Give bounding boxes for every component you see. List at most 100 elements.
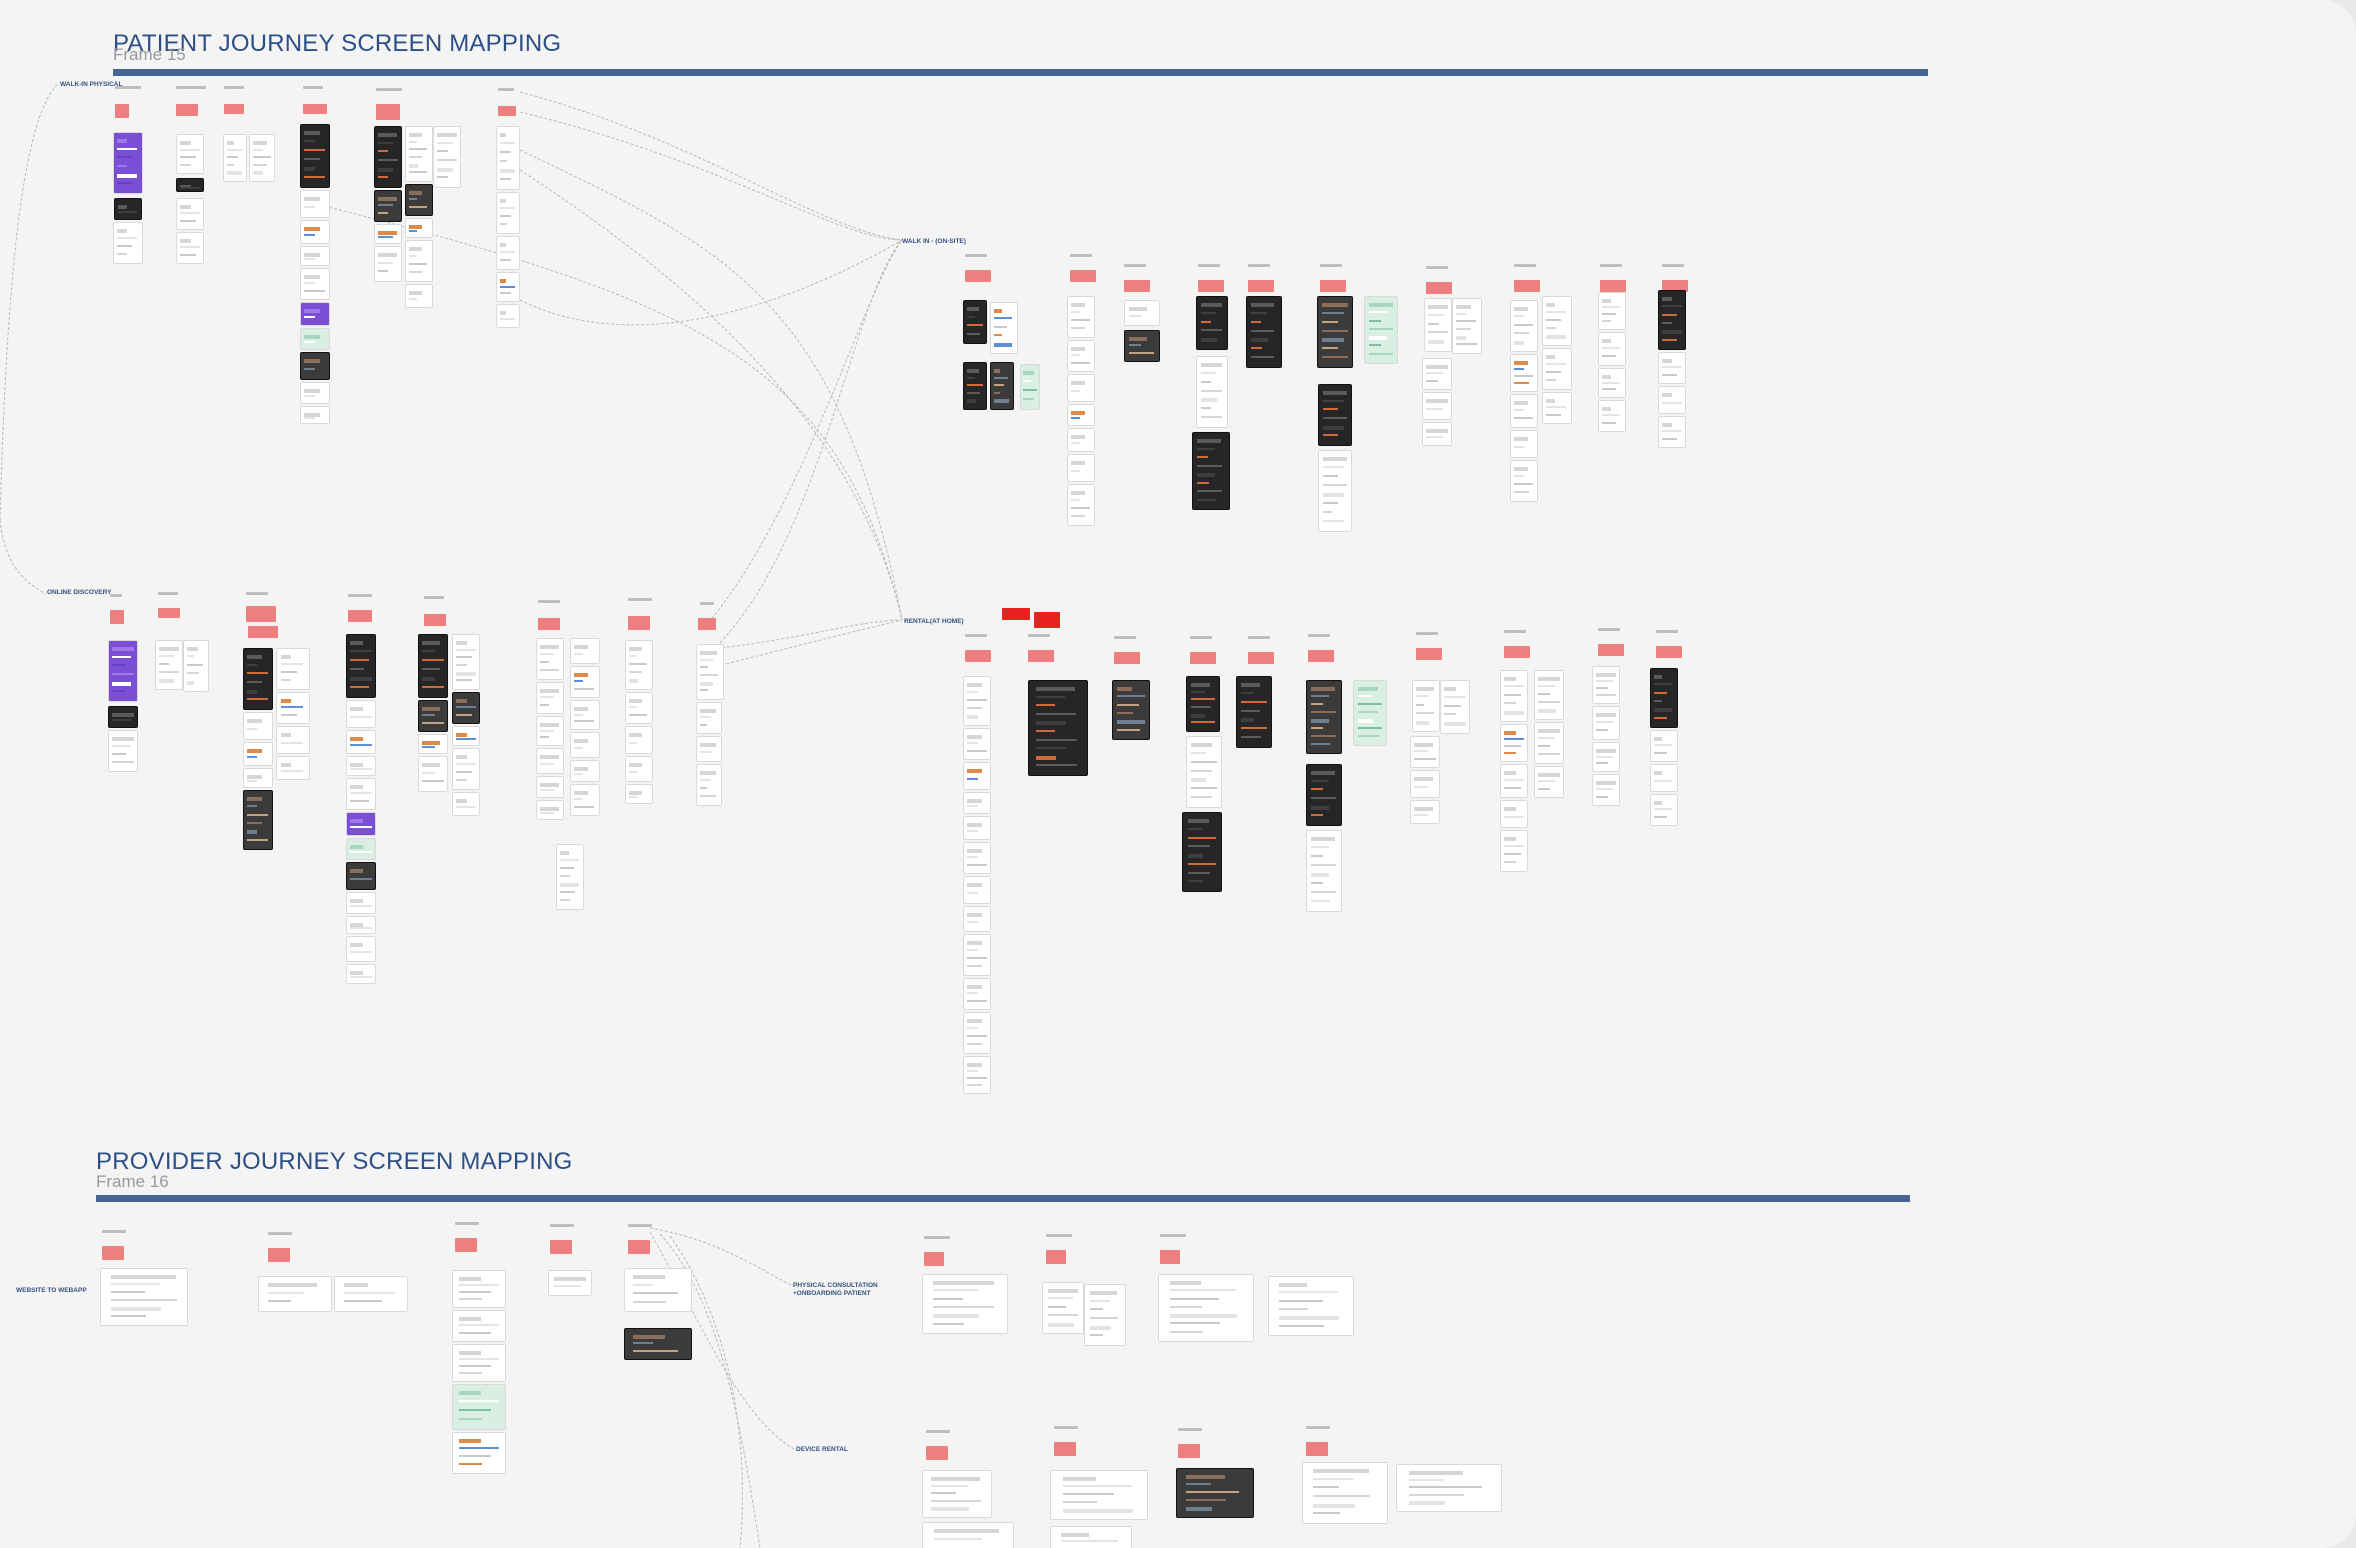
screen-thumbnail[interactable]	[418, 700, 448, 732]
screen-thumbnail[interactable]	[963, 876, 991, 904]
screen-thumbnail[interactable]	[1186, 676, 1220, 732]
screen-thumbnail[interactable]	[963, 1012, 991, 1054]
screen-thumbnail[interactable]	[1067, 340, 1095, 372]
screen-thumbnail[interactable]	[1182, 812, 1222, 892]
screen-thumbnail[interactable]	[300, 190, 330, 218]
screen-thumbnail[interactable]	[536, 638, 564, 680]
screen-thumbnail[interactable]	[1410, 736, 1440, 768]
screen-thumbnail[interactable]	[1067, 404, 1095, 426]
screen-thumbnail[interactable]	[108, 730, 138, 772]
screen-thumbnail[interactable]	[496, 304, 520, 328]
screen-thumbnail[interactable]	[452, 1384, 506, 1430]
screen-thumbnail[interactable]	[1306, 680, 1342, 754]
provider-frame-label[interactable]: Frame 16	[96, 1172, 169, 1191]
screen-thumbnail[interactable]	[1020, 364, 1040, 410]
screen-thumbnail[interactable]	[1196, 356, 1228, 428]
screen-thumbnail[interactable]	[1542, 296, 1572, 346]
screen-thumbnail[interactable]	[1412, 680, 1440, 732]
screen-thumbnail[interactable]	[1500, 724, 1528, 762]
screen-thumbnail[interactable]	[108, 640, 138, 702]
screen-thumbnail[interactable]	[300, 328, 330, 350]
screen-thumbnail[interactable]	[1318, 450, 1352, 532]
screen-thumbnail[interactable]	[1650, 764, 1678, 792]
screen-thumbnail[interactable]	[556, 844, 584, 910]
screen-thumbnail[interactable]	[346, 838, 376, 860]
screen-thumbnail[interactable]	[300, 382, 330, 404]
screen-thumbnail[interactable]	[1534, 766, 1564, 798]
screen-thumbnail[interactable]	[625, 640, 653, 690]
screen-thumbnail[interactable]	[176, 134, 204, 174]
screen-thumbnail[interactable]	[963, 728, 991, 760]
screen-thumbnail[interactable]	[1422, 422, 1452, 446]
screen-thumbnail[interactable]	[963, 978, 991, 1010]
screen-thumbnail[interactable]	[1196, 296, 1228, 350]
screen-thumbnail[interactable]	[452, 748, 480, 790]
screen-thumbnail[interactable]	[1396, 1464, 1502, 1512]
screen-thumbnail[interactable]	[155, 640, 183, 690]
screen-thumbnail[interactable]	[625, 756, 653, 782]
screen-thumbnail[interactable]	[1192, 432, 1230, 510]
screen-thumbnail[interactable]	[963, 762, 991, 790]
screen-thumbnail[interactable]	[1534, 670, 1564, 720]
screen-thumbnail[interactable]	[374, 190, 402, 222]
screen-thumbnail[interactable]	[625, 784, 653, 804]
screen-thumbnail[interactable]	[346, 812, 376, 836]
screen-thumbnail[interactable]	[1353, 680, 1387, 746]
screen-thumbnail[interactable]	[1542, 392, 1572, 424]
screen-thumbnail[interactable]	[243, 648, 273, 710]
screen-thumbnail[interactable]	[548, 1270, 592, 1296]
screen-thumbnail[interactable]	[243, 768, 273, 788]
screen-thumbnail[interactable]	[963, 300, 987, 344]
screen-thumbnail[interactable]	[405, 218, 433, 238]
patient-frame-label[interactable]: Frame 15	[113, 45, 186, 64]
screen-thumbnail[interactable]	[276, 648, 310, 690]
screen-thumbnail[interactable]	[1028, 680, 1088, 776]
screen-thumbnail[interactable]	[1510, 394, 1538, 428]
screen-thumbnail[interactable]	[452, 1344, 506, 1382]
screen-thumbnail[interactable]	[276, 756, 310, 780]
screen-thumbnail[interactable]	[334, 1276, 408, 1312]
screen-thumbnail[interactable]	[346, 964, 376, 984]
screen-thumbnail[interactable]	[1246, 296, 1282, 368]
screen-thumbnail[interactable]	[1592, 742, 1620, 772]
screen-thumbnail[interactable]	[1452, 298, 1482, 354]
screen-thumbnail[interactable]	[1124, 330, 1160, 362]
screen-thumbnail[interactable]	[696, 702, 722, 734]
screen-thumbnail[interactable]	[374, 224, 402, 244]
screen-thumbnail[interactable]	[1050, 1470, 1148, 1520]
screen-thumbnail[interactable]	[1318, 384, 1352, 446]
screen-thumbnail[interactable]	[346, 756, 376, 776]
screen-thumbnail[interactable]	[1510, 430, 1538, 458]
screen-thumbnail[interactable]	[625, 726, 653, 754]
screen-thumbnail[interactable]	[300, 352, 330, 380]
screen-thumbnail[interactable]	[405, 184, 433, 216]
screen-thumbnail[interactable]	[346, 892, 376, 914]
screen-thumbnail[interactable]	[405, 284, 433, 308]
screen-thumbnail[interactable]	[346, 700, 376, 728]
screen-thumbnail[interactable]	[1410, 770, 1440, 798]
screen-thumbnail[interactable]	[1510, 460, 1538, 502]
screen-thumbnail[interactable]	[922, 1470, 992, 1518]
screen-thumbnail[interactable]	[243, 712, 273, 740]
screen-thumbnail[interactable]	[1306, 830, 1342, 912]
screen-thumbnail[interactable]	[963, 934, 991, 976]
screen-thumbnail[interactable]	[1422, 358, 1452, 390]
screen-thumbnail[interactable]	[1236, 676, 1272, 748]
screen-thumbnail[interactable]	[963, 676, 991, 726]
screen-thumbnail[interactable]	[108, 706, 138, 728]
screen-thumbnail[interactable]	[1158, 1274, 1254, 1342]
screen-thumbnail[interactable]	[276, 692, 310, 724]
screen-thumbnail[interactable]	[452, 726, 480, 746]
screen-thumbnail[interactable]	[922, 1522, 1014, 1548]
screen-thumbnail[interactable]	[113, 222, 143, 264]
screen-thumbnail[interactable]	[963, 1056, 991, 1094]
screen-thumbnail[interactable]	[374, 246, 402, 282]
screen-thumbnail[interactable]	[963, 792, 991, 814]
screen-thumbnail[interactable]	[300, 124, 330, 188]
screen-thumbnail[interactable]	[346, 916, 376, 934]
screen-thumbnail[interactable]	[374, 126, 402, 188]
screen-thumbnail[interactable]	[433, 126, 461, 188]
screen-thumbnail[interactable]	[1500, 800, 1528, 828]
screen-thumbnail[interactable]	[496, 192, 520, 234]
